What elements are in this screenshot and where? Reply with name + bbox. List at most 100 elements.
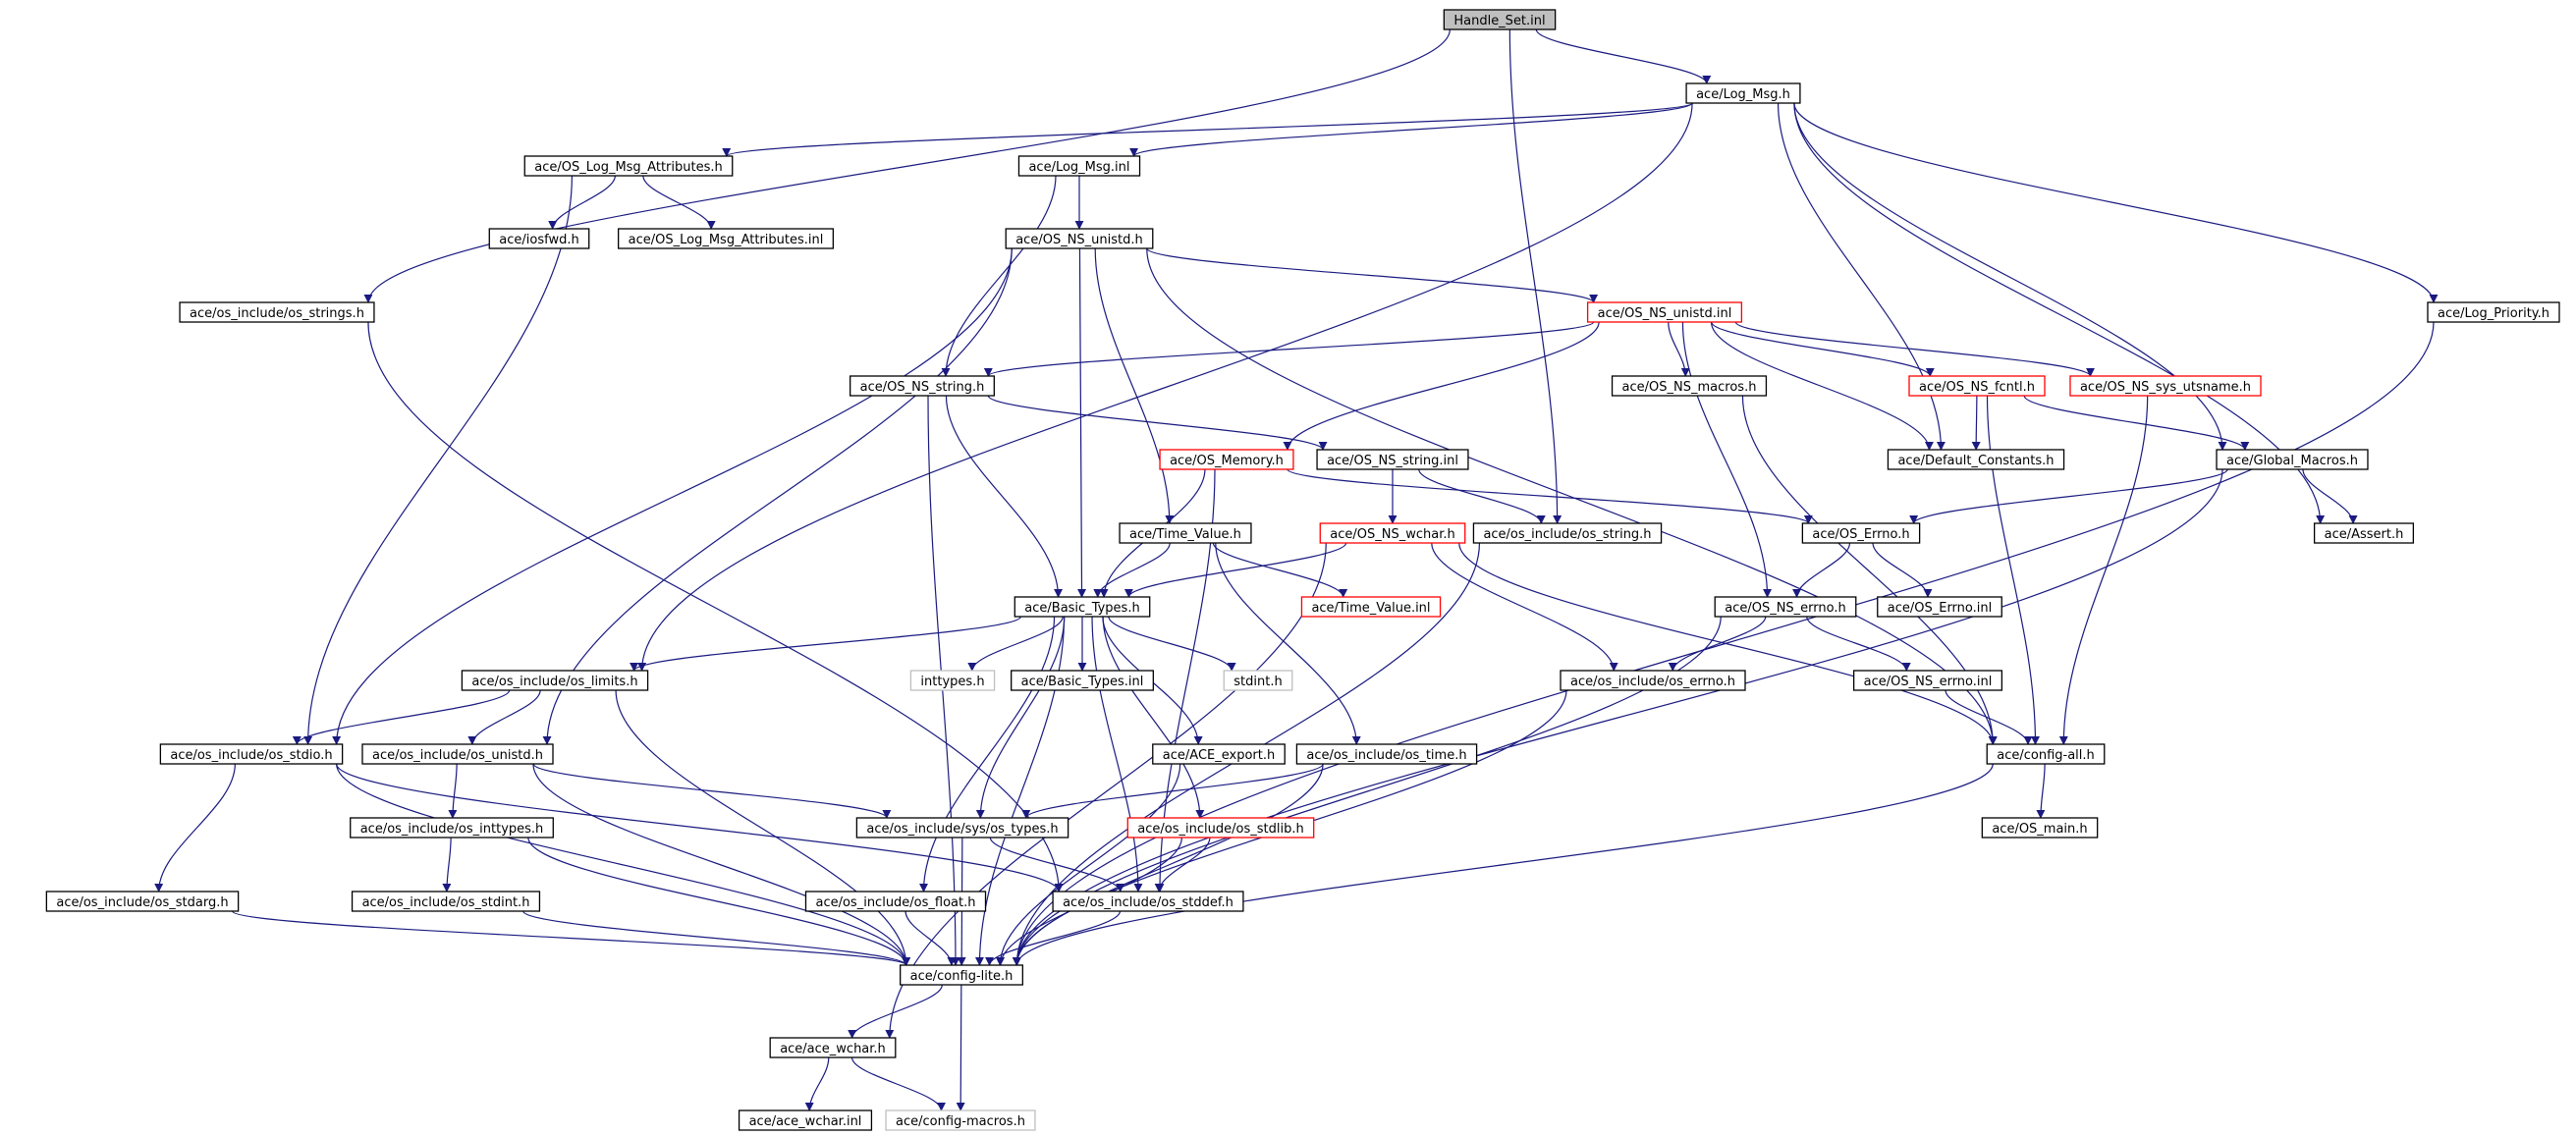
node-os-log-msg-attributes-h[interactable]: ace/OS_Log_Msg_Attributes.h [523, 155, 734, 177]
node-basic-types-inl[interactable]: ace/Basic_Types.inl [1011, 670, 1154, 691]
node-ace-wchar-h[interactable]: ace/ace_wchar.h [769, 1037, 897, 1058]
node-os-include-os-inttypes-h[interactable]: ace/os_include/os_inttypes.h [350, 817, 554, 838]
node-os-include-sys-os-types-h[interactable]: ace/os_include/sys/os_types.h [855, 817, 1069, 838]
edge-os-ns-unistd-inl-to-os-ns-fcntl-h [1711, 321, 1935, 377]
node-box [1586, 301, 1743, 323]
node-box [909, 670, 996, 691]
node-time-value-inl[interactable]: ace/Time_Value.inl [1300, 596, 1442, 618]
edge-os-ns-errno-h-to-os-include-os-errno-h [1668, 616, 1767, 672]
node-os-include-os-unistd-h[interactable]: ace/os_include/os_unistd.h [361, 743, 554, 765]
node-stdint-h[interactable]: stdint.h [1223, 670, 1293, 691]
node-os-ns-string-inl[interactable]: ace/OS_NS_string.inl [1316, 449, 1469, 470]
node-os-ns-sys-utsname-h[interactable]: ace/OS_NS_sys_utsname.h [2069, 375, 2262, 397]
node-label: ace/Global_Macros.h [2226, 454, 2358, 468]
edge-os-ns-fcntl-h-to-config-all-h [1986, 395, 2040, 745]
edge-line [367, 321, 1064, 893]
node-label: ace/Assert.h [2325, 527, 2404, 542]
edge-line [1094, 247, 1175, 524]
node-global-macros-h[interactable]: ace/Global_Macros.h [2216, 449, 2369, 470]
node-os-memory-h[interactable]: ace/OS_Memory.h [1159, 449, 1294, 470]
node-label: ace/Log_Priority.h [2438, 306, 2549, 321]
node-os-include-os-stddef-h[interactable]: ace/os_include/os_stddef.h [1052, 891, 1244, 912]
node-box [1316, 449, 1469, 470]
edge-os-ns-fcntl-h-to-default-constants-h [1971, 395, 1981, 451]
edge-line [1986, 395, 2040, 745]
node-ace-wchar-inl[interactable]: ace/ace_wchar.inl [738, 1109, 873, 1131]
edge-os-ns-fcntl-h-to-global-macros-h [2023, 395, 2250, 451]
node-os-include-os-stdarg-h[interactable]: ace/os_include/os_stdarg.h [45, 891, 240, 912]
node-os-include-os-stdlib-h[interactable]: ace/os_include/os_stdlib.h [1126, 817, 1315, 838]
node-os-ns-wchar-h[interactable]: ace/OS_NS_wchar.h [1319, 522, 1466, 544]
node-log-msg-h[interactable]: ace/Log_Msg.h [1685, 82, 1801, 104]
node-os-include-os-limits-h[interactable]: ace/os_include/os_limits.h [461, 670, 649, 691]
node-os-log-msg-attributes-inl[interactable]: ace/OS_Log_Msg_Attributes.inl [617, 228, 835, 249]
node-os-include-os-time-h[interactable]: ace/os_include/os_time.h [1295, 743, 1478, 765]
edge-log-msg-h-to-os-log-msg-attributes-h [722, 102, 1693, 157]
node-label: ace/OS_NS_macros.h [1622, 380, 1757, 395]
node-inttypes-h[interactable]: inttypes.h [909, 670, 996, 691]
edge-log-msg-h-to-log-priority-h [1793, 102, 2439, 303]
edge-line [956, 984, 965, 1111]
edge-line [1793, 102, 2439, 303]
edge-line [1777, 102, 1946, 451]
edge-line [2023, 395, 2250, 451]
node-config-macros-h[interactable]: ace/config-macros.h [885, 1109, 1036, 1131]
edge-line [1710, 321, 1934, 451]
node-box [850, 375, 995, 397]
node-os-ns-unistd-h[interactable]: ace/OS_NS_unistd.h [1005, 228, 1154, 249]
edge-os-ns-unistd-h-to-os-include-os-unistd-h [542, 247, 1013, 745]
node-assert-h[interactable]: ace/Assert.h [2313, 522, 2415, 544]
node-label: stdint.h [1233, 675, 1282, 689]
edge-os-include-os-inttypes-h-to-config-lite-h [527, 837, 911, 966]
node-ace-export-h[interactable]: ace/ACE_export.h [1152, 743, 1286, 765]
node-box [804, 891, 987, 912]
node-os-include-os-strings-h[interactable]: ace/os_include/os_strings.h [179, 301, 375, 323]
node-box [1052, 891, 1244, 912]
node-os-include-os-stdio-h[interactable]: ace/os_include/os_stdio.h [159, 743, 344, 765]
edge-line [850, 1056, 946, 1111]
node-os-errno-inl[interactable]: ace/OS_Errno.inl [1877, 596, 2002, 618]
edge-os-ns-string-inl-to-os-include-os-string-h [1418, 468, 1546, 524]
node-os-ns-errno-inl[interactable]: ace/OS_NS_errno.inl [1852, 670, 2003, 691]
edge-line [442, 837, 452, 893]
edge-line [985, 910, 1122, 966]
node-os-errno-h[interactable]: ace/OS_Errno.h [1801, 522, 1921, 544]
node-os-ns-fcntl-h[interactable]: ace/OS_NS_fcntl.h [1908, 375, 2046, 397]
edge-line [1945, 689, 2033, 745]
node-default-constants-h[interactable]: ace/Default_Constants.h [1887, 449, 2065, 470]
edge-os-include-os-stddef-h-to-config-lite-h [985, 910, 1122, 966]
node-log-msg-inl[interactable]: ace/Log_Msg.inl [1017, 155, 1141, 177]
edge-log-msg-h-to-os-include-os-limits-h [637, 102, 1693, 672]
node-log-priority-h[interactable]: ace/Log_Priority.h [2427, 301, 2560, 323]
node-label: ace/os_include/os_time.h [1306, 748, 1466, 763]
node-os-include-os-errno-h[interactable]: ace/os_include/os_errno.h [1560, 670, 1746, 691]
node-label: ace/ace_wchar.h [780, 1042, 886, 1056]
edge-os-include-os-unistd-h-to-os-include-os-inttypes-h [448, 763, 458, 819]
node-config-lite-h[interactable]: ace/config-lite.h [900, 964, 1023, 986]
edge-handle-set-inl-to-log-msg-h [1535, 28, 1712, 84]
node-os-ns-unistd-inl[interactable]: ace/OS_NS_unistd.inl [1586, 301, 1743, 323]
edge-line [1734, 321, 2095, 377]
node-os-main-h[interactable]: ace/OS_main.h [1981, 817, 2099, 838]
node-os-ns-string-h[interactable]: ace/OS_NS_string.h [850, 375, 995, 397]
node-time-value-h[interactable]: ace/Time_Value.h [1119, 522, 1252, 544]
edge-line [1146, 247, 1998, 745]
edge-os-ns-unistd-inl-to-os-memory-h [1283, 321, 1600, 451]
edge-line [522, 910, 911, 966]
edge-line [945, 395, 1064, 598]
edge-line [975, 616, 1066, 819]
node-config-all-h[interactable]: ace/config-all.h [1986, 743, 2106, 765]
node-os-include-os-string-h[interactable]: ace/os_include/os_string.h [1472, 522, 1663, 544]
edge-line [804, 1056, 830, 1111]
edge-handle-set-inl-to-os-include-os-strings-h [363, 28, 1451, 303]
node-os-include-os-stdint-h[interactable]: ace/os_include/os_stdint.h [351, 891, 541, 912]
node-basic-types-h[interactable]: ace/Basic_Types.h [1014, 596, 1151, 618]
edge-line [1108, 616, 1236, 672]
edge-line [1124, 542, 1347, 598]
node-handle-set-inl[interactable]: Handle_Set.inl [1443, 9, 1557, 30]
node-os-ns-errno-h[interactable]: ace/OS_NS_errno.h [1714, 596, 1857, 618]
node-os-include-os-float-h[interactable]: ace/os_include/os_float.h [804, 891, 987, 912]
node-iosfwd-h[interactable]: ace/iosfwd.h [488, 228, 590, 249]
node-os-ns-macros-h[interactable]: ace/OS_NS_macros.h [1611, 375, 1768, 397]
node-label: ace/Basic_Types.h [1024, 601, 1139, 616]
